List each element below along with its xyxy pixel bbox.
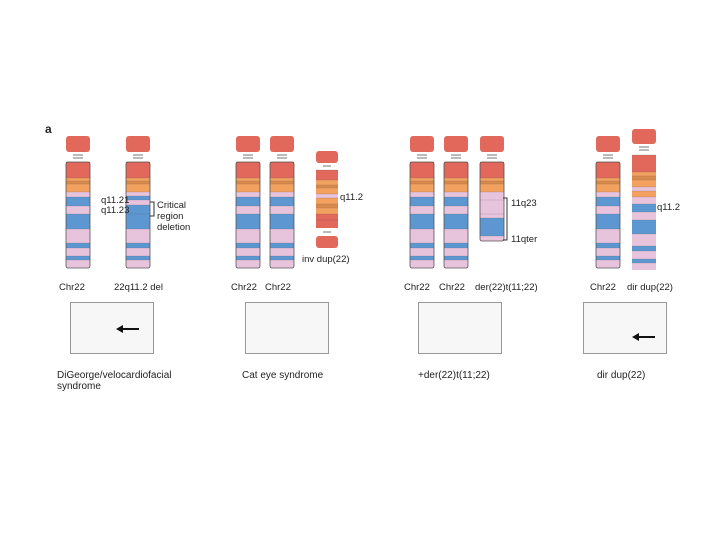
karyotype-photo-dir-dup — [583, 302, 667, 354]
chr-label-2: Chr22 — [231, 282, 257, 293]
inv-dup-bottom-cap — [316, 236, 338, 248]
syndrome-label-digeorge: DiGeorge/velocardiofacial syndrome — [57, 370, 172, 392]
chr-label-der: der(22)t(11;22) — [475, 282, 538, 293]
inv-dup-top-cap — [316, 151, 338, 163]
syndrome-label-cat-eye: Cat eye syndrome — [242, 370, 324, 381]
chromosome-der-22-translocation — [479, 136, 505, 242]
chr-label-4: Chr22 — [404, 282, 430, 293]
chromosome-22-normal-5-p-arm — [444, 136, 468, 152]
chromosome-22-normal-3 — [269, 136, 295, 269]
chromosome-22-normal-4 — [409, 136, 435, 269]
arrow-icon-dir-dup — [632, 333, 655, 341]
chromosome-22-normal-4-p-arm — [410, 136, 434, 152]
karyotype-photo-digeorge — [70, 302, 154, 354]
chromosome-22-normal-3-p-arm — [270, 136, 294, 152]
band-label-dir-q11-2: q11.2 — [657, 202, 681, 213]
digeorge-line-2: syndrome — [57, 381, 101, 392]
chr-label-del: 22q11.2 del — [114, 282, 163, 293]
inv-dup-22-chromosome — [316, 151, 338, 248]
chr-label-3: Chr22 — [265, 282, 291, 293]
chromosome-der-22-translocation-p-arm — [480, 136, 504, 152]
chromosome-22-normal-6 — [595, 136, 621, 269]
critical-line-1: Critical — [157, 200, 187, 211]
karyotype-photo-cat-eye — [245, 302, 329, 354]
dir-dup-22-chromosome — [632, 129, 656, 270]
translocation-bracket — [503, 197, 508, 241]
chromosome-22-normal-1-p-arm — [66, 136, 90, 152]
digeorge-line-1: DiGeorge/velocardiofacial — [57, 370, 172, 381]
chr-label-1: Chr22 — [59, 282, 85, 293]
syndrome-label-der: +der(22)t(11;22) — [418, 370, 490, 381]
panel-letter: a — [45, 122, 52, 136]
chr-label-inv-dup: inv dup(22) — [302, 254, 350, 265]
chr-label-5: Chr22 — [439, 282, 465, 293]
critical-line-3: deletion — [157, 222, 191, 233]
karyotype-photo-der — [418, 302, 502, 354]
band-label-inv-q11-2: q11.2 — [340, 192, 364, 203]
chr-label-dir-dup: dir dup(22) — [627, 282, 673, 293]
chromosome-22-normal-5 — [443, 136, 469, 269]
chromosome-22-normal-2-p-arm — [236, 136, 260, 152]
band-label-q11-23: q11.23 — [101, 205, 130, 216]
chromosome-22q11-2-deletion — [125, 136, 151, 269]
band-label-11q23: 11q23 — [511, 198, 537, 209]
critical-region-bracket — [150, 201, 155, 217]
band-label-11qter: 11qter — [511, 234, 538, 245]
syndrome-label-dir-dup: dir dup(22) — [597, 370, 646, 381]
dir-dup-p-arm — [632, 129, 656, 144]
critical-region-label: Critical region deletion — [157, 200, 190, 233]
chromosome-22q11-2-deletion-p-arm — [126, 136, 150, 152]
chromosome-22-normal-1 — [65, 136, 91, 269]
chromosome-22-normal-6-p-arm — [596, 136, 620, 152]
critical-line-2: region — [157, 211, 184, 222]
arrow-icon-digeorge — [116, 325, 139, 333]
chr-label-6: Chr22 — [590, 282, 616, 293]
chromosome-22-normal-2 — [235, 136, 261, 269]
band-label-q11-21: q11.21 — [101, 195, 130, 206]
